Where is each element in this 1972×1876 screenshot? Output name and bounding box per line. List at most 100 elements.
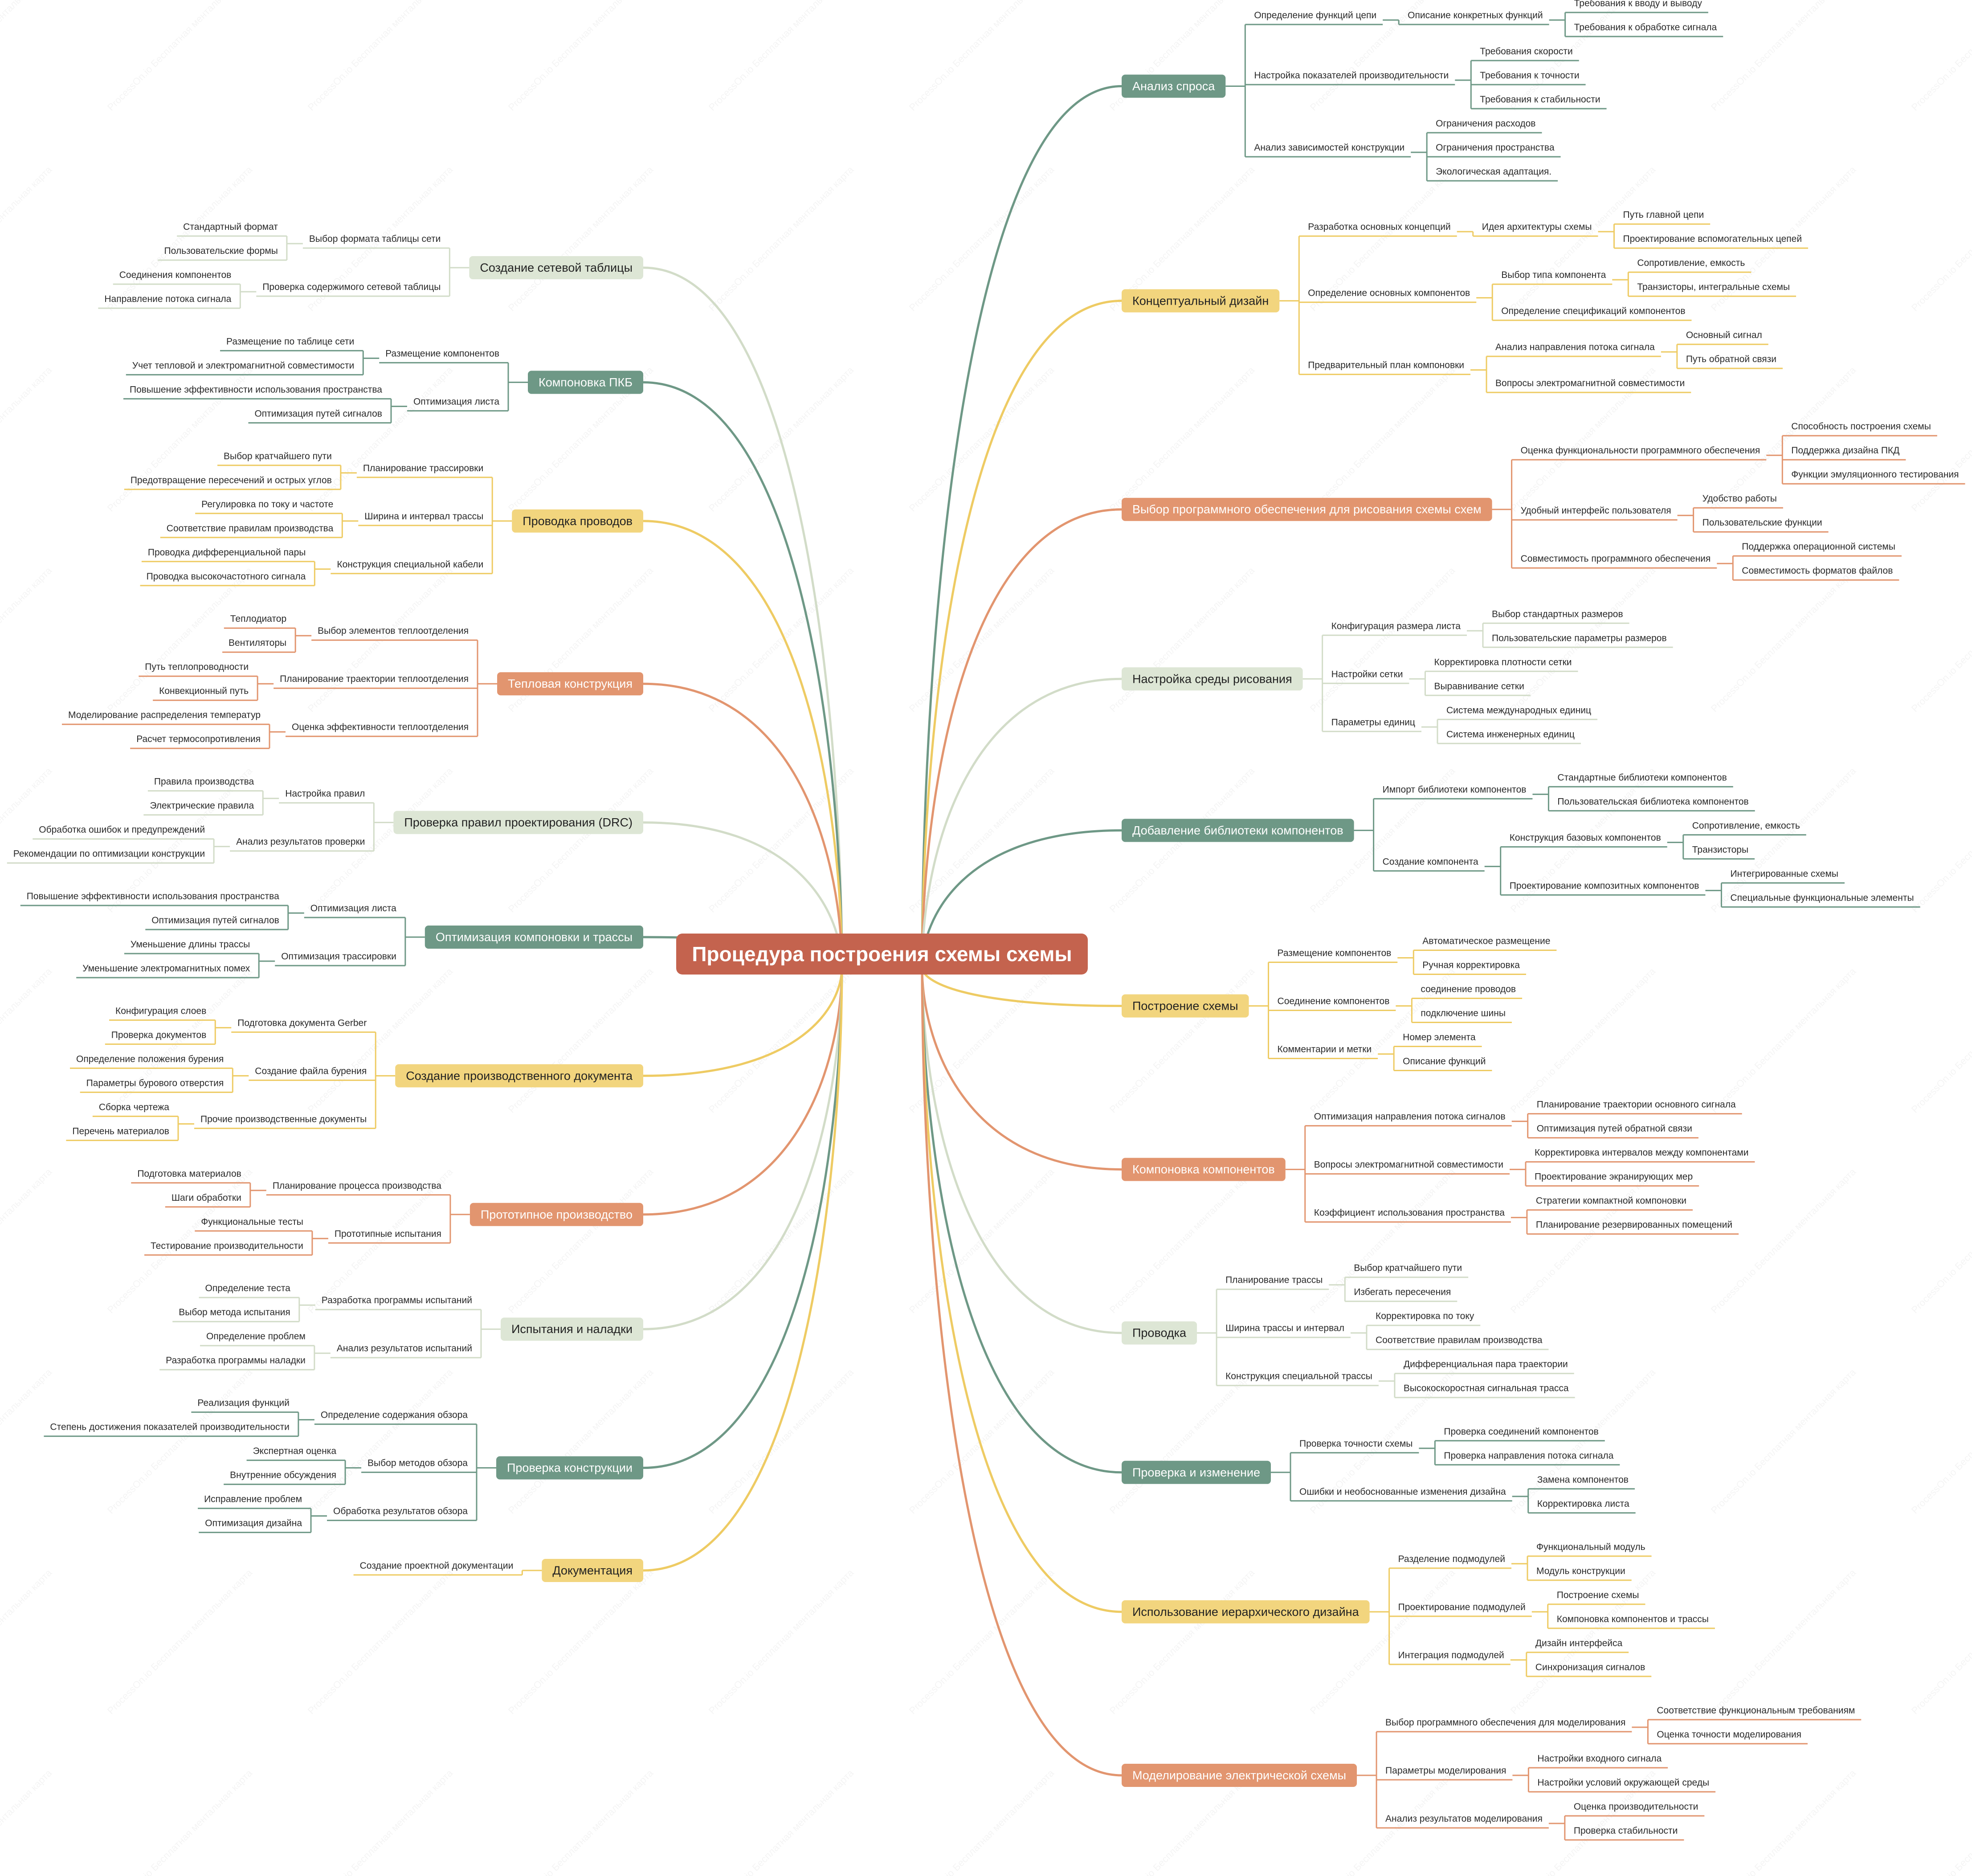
branch-node-проверка-и-изменение[interactable]: Проверка и изменение <box>1122 1460 1271 1484</box>
node-удобство-работы[interactable]: Удобство работы <box>1703 493 1777 504</box>
node-направление-потока-сигнала[interactable]: Направление потока сигнала <box>104 294 231 304</box>
branch-node-добавление-библиотеки-компонентов[interactable]: Добавление библиотеки компонентов <box>1122 819 1354 842</box>
node-соединения-компонентов[interactable]: Соединения компонентов <box>119 270 232 280</box>
node-требования-к-точности[interactable]: Требования к точности <box>1480 70 1579 81</box>
node-идея-архитектуры-схемы[interactable]: Идея архитектуры схемы <box>1482 222 1592 232</box>
branch-node-прототипное-производство[interactable]: Прототипное производство <box>470 1203 643 1226</box>
node-пользовательские-формы[interactable]: Пользовательские формы <box>164 246 278 256</box>
node-размещение-по-таблице-сети[interactable]: Размещение по таблице сети <box>226 336 354 347</box>
root-node[interactable]: Процедура построения схемы схемы <box>676 934 1088 975</box>
node-стандартный-формат[interactable]: Стандартный формат <box>183 222 278 232</box>
node-повышение-эффективности-использования-пр[interactable]: Повышение эффективности использования пр… <box>130 384 382 395</box>
node-планирование-траектории-основного-сигнал[interactable]: Планирование траектории основного сигнал… <box>1537 1100 1736 1110</box>
node-комментарии-и-метки[interactable]: Комментарии и метки <box>1278 1044 1372 1055</box>
node-специальные-функциональные-элементы[interactable]: Специальные функциональные элементы <box>1730 893 1914 903</box>
node-параметры-единиц[interactable]: Параметры единиц <box>1331 717 1415 727</box>
node-оценка-точности-моделирования[interactable]: Оценка точности моделирования <box>1657 1729 1801 1740</box>
branch-node-настройка-среды-рисования[interactable]: Настройка среды рисования <box>1122 667 1303 691</box>
node-конфигурация-размера-листа[interactable]: Конфигурация размера листа <box>1331 621 1461 631</box>
node-построение-схемы[interactable]: Построение схемы <box>1557 1590 1639 1600</box>
branch-node-документация[interactable]: Документация <box>542 1559 643 1582</box>
node-поддержка-операционной-системы[interactable]: Поддержка операционной системы <box>1742 542 1895 552</box>
node-тестирование-производительности[interactable]: Тестирование производительности <box>151 1241 303 1251</box>
branch-node-моделирование-электрической-схемы[interactable]: Моделирование электрической схемы <box>1122 1764 1357 1787</box>
node-конструкция-специальной-кабели[interactable]: Конструкция специальной кабели <box>337 559 483 570</box>
branch-node-компоновка-компонентов[interactable]: Компоновка компонентов <box>1122 1158 1286 1181</box>
node-оптимизация-путей-сигналов[interactable]: Оптимизация путей сигналов <box>254 408 382 419</box>
node-электрические-правила[interactable]: Электрические правила <box>150 801 254 811</box>
node-совместимость-программного-обеспечения[interactable]: Совместимость программного обеспечения <box>1521 554 1711 564</box>
node-совместимость-форматов-файлов[interactable]: Совместимость форматов файлов <box>1742 566 1893 576</box>
node-ширина-и-интервал-трассы[interactable]: Ширина и интервал трассы <box>364 511 483 522</box>
node-предварительный-план-компоновки[interactable]: Предварительный план компоновки <box>1308 360 1464 371</box>
node-ручная-корректировка[interactable]: Ручная корректировка <box>1422 960 1520 971</box>
node-проверка-стабильности[interactable]: Проверка стабильности <box>1574 1826 1678 1836</box>
node-определение-функций-цепи[interactable]: Определение функций цепи <box>1254 10 1376 20</box>
branch-node-построение-схемы[interactable]: Построение схемы <box>1122 994 1249 1018</box>
node-проверка-документов[interactable]: Проверка документов <box>111 1030 206 1040</box>
node-оценка-функциональности-программного-обе[interactable]: Оценка функциональности программного обе… <box>1521 445 1760 456</box>
node-ограничения-расходов[interactable]: Ограничения расходов <box>1436 118 1535 129</box>
node-подключение-шины[interactable]: подключение шины <box>1421 1008 1506 1019</box>
node-выбор-методов-обзора[interactable]: Выбор методов обзора <box>367 1458 468 1468</box>
node-теплодиатор[interactable]: Теплодиатор <box>230 614 286 624</box>
node-пользовательские-параметры-размеров[interactable]: Пользовательские параметры размеров <box>1492 633 1667 643</box>
node-параметры-моделирования[interactable]: Параметры моделирования <box>1385 1766 1506 1776</box>
node-определение-проблем[interactable]: Определение проблем <box>206 1331 306 1342</box>
node-определение-спецификаций-компонентов[interactable]: Определение спецификаций компонентов <box>1501 306 1685 316</box>
node-интеграция-подмодулей[interactable]: Интеграция подмодулей <box>1398 1650 1504 1660</box>
node-интегрированные-схемы[interactable]: Интегрированные схемы <box>1730 869 1838 879</box>
node-конвекционный-путь[interactable]: Конвекционный путь <box>159 686 249 696</box>
node-рекомендации-по-оптимизации-конструкции[interactable]: Рекомендации по оптимизации конструкции <box>13 849 205 859</box>
branch-node-анализ-спроса[interactable]: Анализ спроса <box>1122 74 1226 98</box>
node-функциональный-модуль[interactable]: Функциональный модуль <box>1536 1542 1645 1552</box>
node-оптимизация-листа[interactable]: Оптимизация листа <box>413 396 499 407</box>
node-выбор-кратчайшего-пути[interactable]: Выбор кратчайшего пути <box>224 451 332 461</box>
node-планирование-резервированных-помещений[interactable]: Планирование резервированных помещений <box>1536 1220 1732 1230</box>
node-сопротивление-емкость[interactable]: Сопротивление, емкость <box>1692 820 1800 831</box>
node-система-инженерных-единиц[interactable]: Система инженерных единиц <box>1446 729 1575 739</box>
node-моделирование-распределения-температур[interactable]: Моделирование распределения температур <box>68 710 261 720</box>
node-проектирование-подмодулей[interactable]: Проектирование подмодулей <box>1398 1602 1526 1612</box>
node-функции-эмуляционного-тестирования[interactable]: Функции эмуляционного тестирования <box>1791 469 1959 480</box>
node-корректировка-по-току[interactable]: Корректировка по току <box>1376 1311 1474 1321</box>
branch-node-проводка[interactable]: Проводка <box>1122 1321 1197 1345</box>
node-создание-проектной-документации[interactable]: Создание проектной документации <box>360 1561 514 1571</box>
node-дифференциальная-пара-траектории[interactable]: Дифференциальная пара траектории <box>1404 1359 1568 1370</box>
node-обработка-ошибок-и-предупреждений[interactable]: Обработка ошибок и предупреждений <box>39 825 205 835</box>
node-экспертная-оценка[interactable]: Экспертная оценка <box>253 1446 337 1456</box>
node-настройка-показателей-производительности[interactable]: Настройка показателей производительности <box>1254 70 1449 81</box>
node-система-международных-единиц[interactable]: Система международных единиц <box>1446 705 1591 715</box>
node-стратегии-компактной-компоновки[interactable]: Стратегии компактной компоновки <box>1536 1196 1686 1206</box>
node-разделение-подмодулей[interactable]: Разделение подмодулей <box>1398 1554 1505 1564</box>
node-модуль-конструкции[interactable]: Модуль конструкции <box>1536 1566 1625 1576</box>
node-анализ-результатов-моделирования[interactable]: Анализ результатов моделирования <box>1385 1814 1543 1824</box>
node-повышение-эффективности-использования-пр[interactable]: Повышение эффективности использования пр… <box>27 891 279 901</box>
branch-node-концептуальный-дизайн[interactable]: Концептуальный дизайн <box>1122 289 1280 313</box>
node-выбор-стандартных-размеров[interactable]: Выбор стандартных размеров <box>1492 609 1623 619</box>
node-расчет-термосопротивления[interactable]: Расчет термосопротивления <box>136 734 261 744</box>
node-дизайн-интерфейса[interactable]: Дизайн интерфейса <box>1535 1638 1623 1648</box>
node-оценка-эффективности-теплоотделения[interactable]: Оценка эффективности теплоотделения <box>292 722 469 732</box>
node-проверка-содержимого-сетевой-таблицы[interactable]: Проверка содержимого сетевой таблицы <box>262 282 441 292</box>
node-требования-к-стабильности[interactable]: Требования к стабильности <box>1480 94 1600 105</box>
branch-node-создание-производственного-документа[interactable]: Создание производственного документа <box>395 1064 643 1088</box>
node-соединение-компонентов[interactable]: Соединение компонентов <box>1278 996 1390 1007</box>
node-оптимизация-путей-сигналов[interactable]: Оптимизация путей сигналов <box>151 915 279 926</box>
node-прототипные-испытания[interactable]: Прототипные испытания <box>335 1229 441 1239</box>
node-транзисторы[interactable]: Транзисторы <box>1692 844 1748 855</box>
node-вопросы-электромагнитной-совместимости[interactable]: Вопросы электромагнитной совместимости <box>1495 378 1685 388</box>
node-ширина-трассы-и-интервал[interactable]: Ширина трассы и интервал <box>1225 1323 1344 1334</box>
node-вопросы-электромагнитной-совместимости[interactable]: Вопросы электромагнитной совместимости <box>1314 1160 1503 1170</box>
branch-node-проверка-правил-проектирования-drc[interactable]: Проверка правил проектирования (DRC) <box>393 811 643 834</box>
node-параметры-бурового-отверстия[interactable]: Параметры бурового отверстия <box>86 1078 224 1088</box>
node-оптимизация-трассировки[interactable]: Оптимизация трассировки <box>281 951 396 962</box>
node-проверка-направления-потока-сигнала[interactable]: Проверка направления потока сигнала <box>1444 1451 1613 1461</box>
node-компоновка-компонентов-и-трассы[interactable]: Компоновка компонентов и трассы <box>1557 1614 1709 1624</box>
node-корректировка-листа[interactable]: Корректировка листа <box>1537 1499 1629 1509</box>
node-определение-содержания-обзора[interactable]: Определение содержания обзора <box>321 1410 468 1420</box>
node-описание-конкретных-функций[interactable]: Описание конкретных функций <box>1408 10 1543 20</box>
node-оптимизация-путей-обратной-связи[interactable]: Оптимизация путей обратной связи <box>1537 1124 1692 1134</box>
node-соответствие-правилам-производства[interactable]: Соответствие правилам производства <box>1376 1335 1543 1346</box>
node-номер-элемента[interactable]: Номер элемента <box>1403 1032 1476 1043</box>
